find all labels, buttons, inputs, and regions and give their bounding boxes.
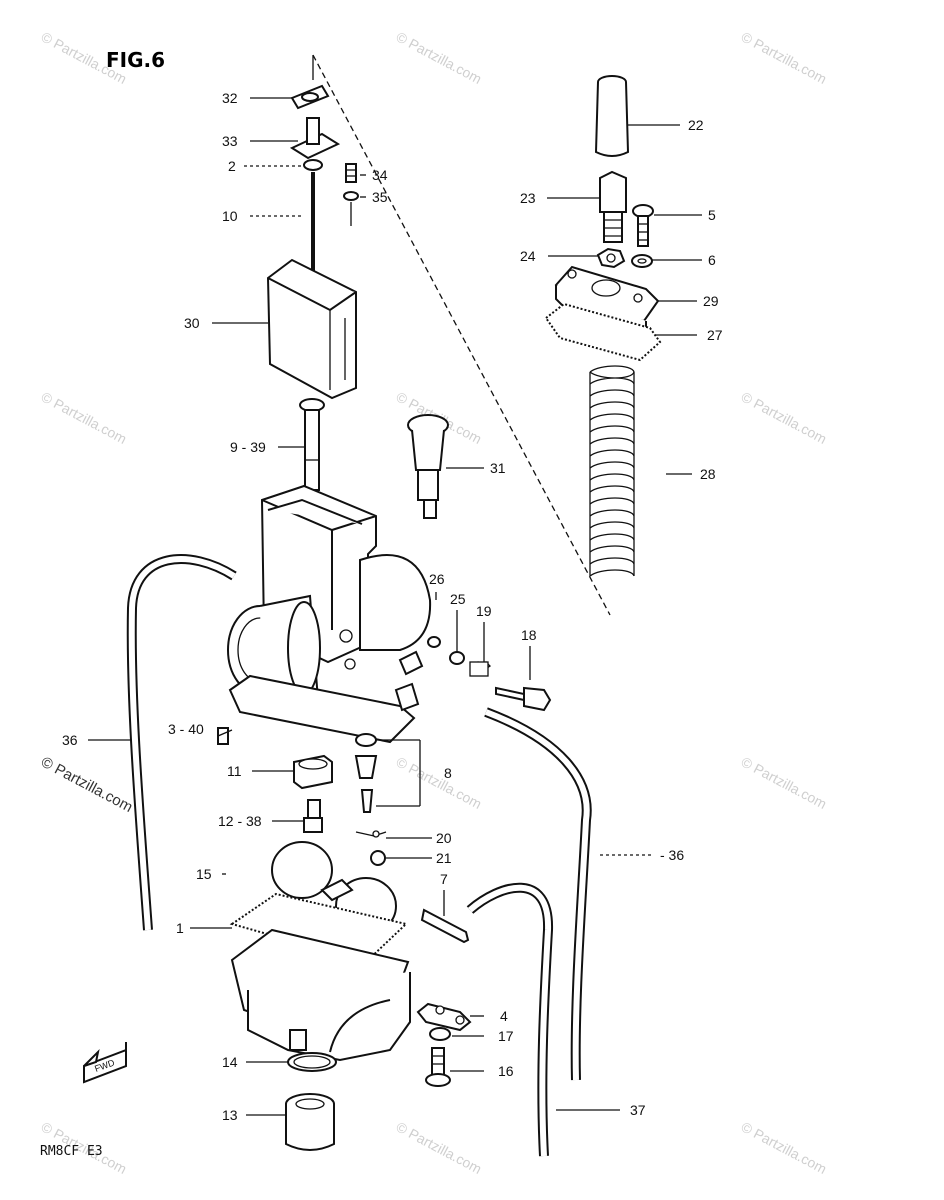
screw-5 (632, 204, 654, 247)
callout-32: 32 (222, 90, 238, 106)
callout-36-right: - 36 (660, 847, 684, 863)
nut-24 (596, 247, 626, 269)
leader-lines (88, 97, 702, 1116)
callout-11: 11 (227, 763, 242, 779)
plate-33 (289, 117, 341, 160)
callout-31: 31 (490, 460, 506, 476)
watermark: © Partzilla.com (394, 29, 485, 87)
watermark: © Partzilla.com (39, 389, 130, 447)
callout-labels: 32 33 2 34 35 10 30 9 - 39 31 22 23 5 24… (62, 90, 723, 1123)
washer-25 (449, 651, 465, 665)
washer-17 (429, 1027, 451, 1041)
washer-6 (631, 254, 653, 268)
idle-screw-18 (495, 686, 552, 712)
assembly-axis-line (312, 54, 611, 616)
oring-14 (287, 1052, 337, 1072)
callout-2: 2 (228, 158, 236, 174)
pin-20 (355, 830, 387, 838)
washer-35 (343, 191, 359, 226)
callout-12-38: 12 - 38 (218, 813, 262, 829)
plate-4 (416, 1002, 472, 1032)
screw-21 (370, 850, 386, 866)
figure-title: FIG.6 (106, 48, 165, 72)
callout-30: 30 (184, 315, 200, 331)
pin-7 (420, 908, 470, 944)
callout-16: 16 (498, 1063, 514, 1079)
callout-26: 26 (429, 571, 445, 587)
watermark: © Partzilla.com (394, 1119, 485, 1177)
needle-jet-11 (293, 754, 333, 790)
callout-29: 29 (703, 293, 719, 309)
cable-adjuster-32 (290, 84, 330, 110)
callout-36-left: 36 (62, 732, 78, 748)
callout-37: 37 (630, 1102, 646, 1118)
watermark: © Partzilla.com (739, 754, 830, 812)
spring-28 (589, 365, 635, 577)
callout-25: 25 (450, 591, 466, 607)
hose-36-left (126, 554, 237, 931)
callout-3-40: 3 - 40 (168, 721, 204, 737)
float-bowl (230, 928, 411, 1062)
callout-19: 19 (476, 603, 492, 619)
starter-plunger-31 (407, 414, 449, 519)
watermark: © Partzilla.com (739, 1119, 830, 1177)
bolt-16 (425, 1047, 451, 1087)
throttle-valve-30 (266, 258, 357, 400)
callout-13: 13 (222, 1107, 238, 1123)
float-valve-8 (354, 733, 378, 813)
hose-37 (466, 882, 554, 1157)
adjuster-23 (599, 170, 627, 243)
callout-35: 35 (372, 189, 388, 205)
figure-footer-code: RM8CF E3 (40, 1144, 103, 1159)
gasket-27 (544, 302, 662, 362)
callout-27: 27 (707, 327, 723, 343)
watermark: © Partzilla.com (394, 754, 485, 812)
plug-13 (285, 1093, 335, 1151)
callout-8: 8 (444, 765, 452, 781)
washer-26 (427, 636, 441, 648)
callout-21: 21 (436, 850, 452, 866)
callout-1: 1 (176, 920, 184, 936)
main-jet-12-38 (303, 799, 323, 833)
callout-17: 17 (498, 1028, 514, 1044)
callout-6: 6 (708, 252, 716, 268)
callout-28: 28 (700, 466, 716, 482)
callout-4: 4 (500, 1008, 508, 1024)
fwd-arrow-icon: FWD (83, 1042, 127, 1084)
callout-24: 24 (520, 248, 536, 264)
screw-34 (345, 163, 357, 183)
callout-18: 18 (521, 627, 537, 643)
callout-22: 22 (688, 117, 704, 133)
callout-10: 10 (222, 208, 238, 224)
callout-34: 34 (372, 167, 388, 183)
callout-7: 7 (440, 871, 448, 887)
callout-9-39: 9 - 39 (230, 439, 266, 455)
choke-plunger-9-39 (299, 398, 325, 491)
callout-23: 23 (520, 190, 536, 206)
callout-20: 20 (436, 830, 452, 846)
spring-19 (469, 661, 492, 677)
callout-14: 14 (222, 1054, 238, 1070)
clip-2 (303, 159, 323, 171)
callout-33: 33 (222, 133, 238, 149)
callout-15: 15 (196, 866, 212, 882)
watermark: © Partzilla.com (739, 389, 830, 447)
carburetor-body (227, 484, 432, 744)
watermark-main: © Partzilla.com (38, 754, 135, 816)
cap-boot-22 (594, 75, 630, 157)
callout-5: 5 (708, 207, 716, 223)
watermark: © Partzilla.com (739, 29, 830, 87)
